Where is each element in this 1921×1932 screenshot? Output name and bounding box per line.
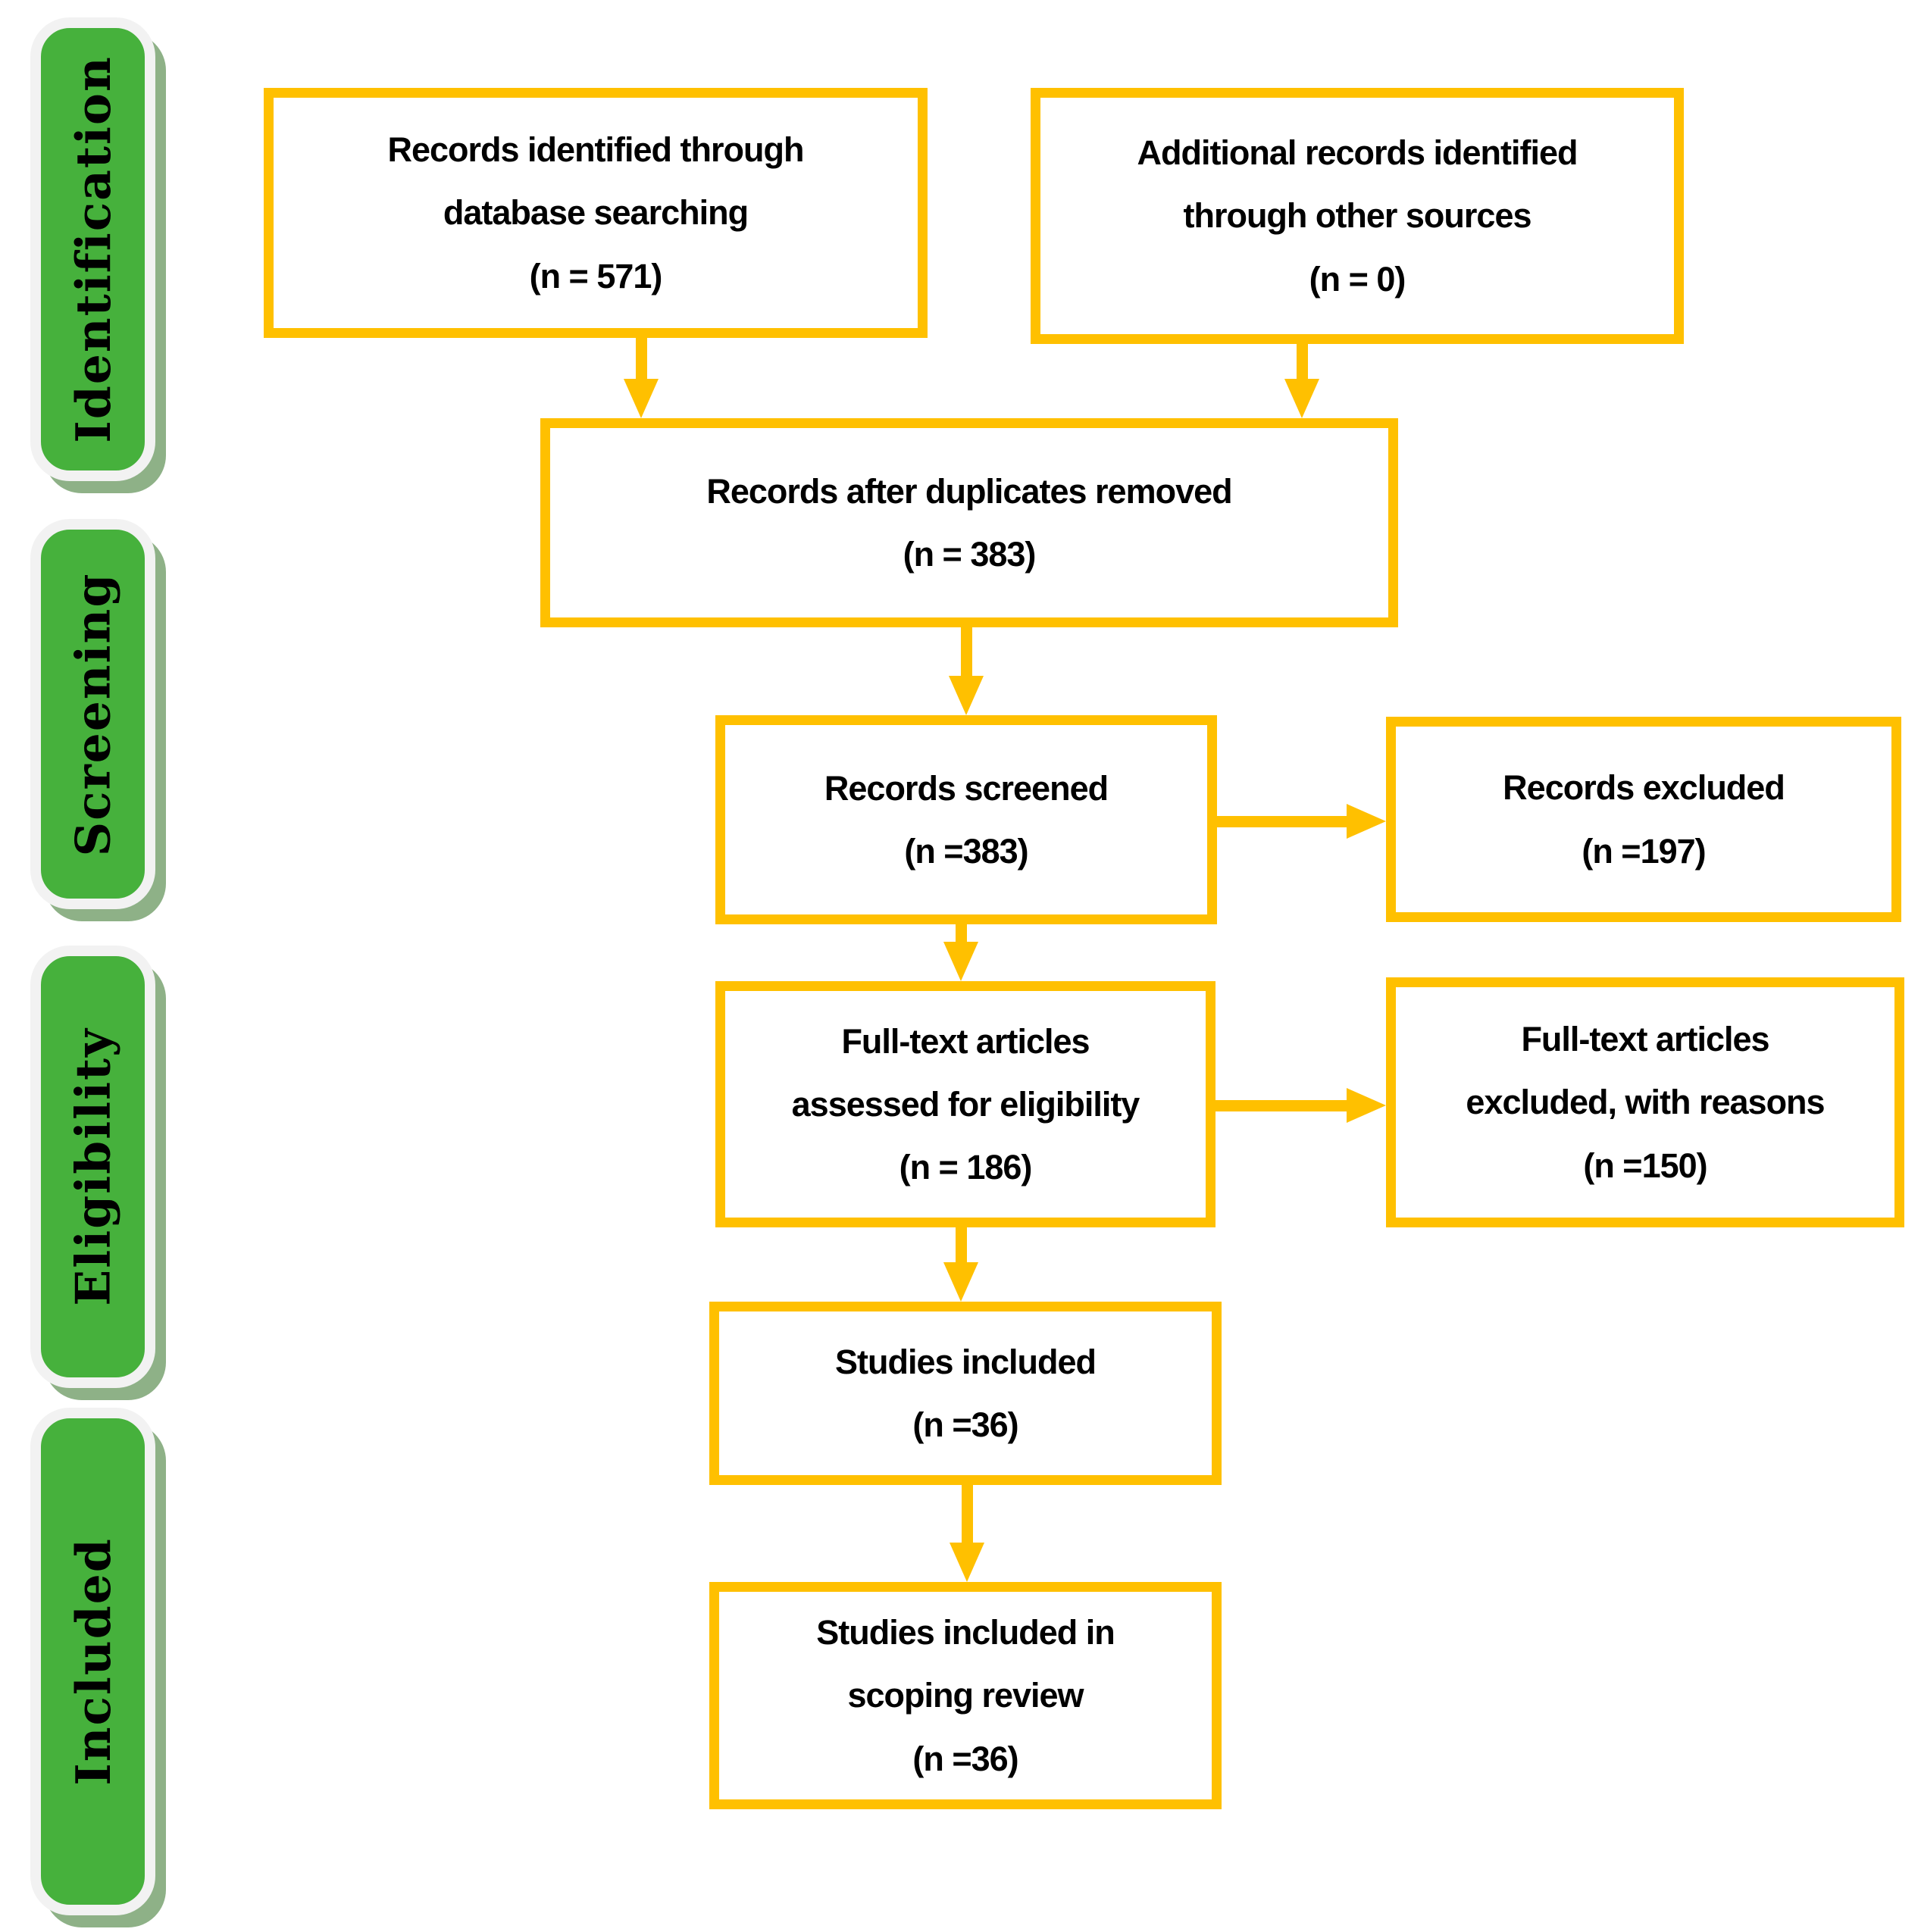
box-line: database searching bbox=[443, 193, 749, 233]
flow-box-records-screened: Records screened (n =383) bbox=[715, 715, 1217, 924]
box-line: assessed for eligibility bbox=[791, 1084, 1140, 1124]
arrow-fulltext-to-included-stem bbox=[956, 1227, 967, 1262]
flow-box-fulltext-assessed: Full-text articles assessed for eligibil… bbox=[715, 981, 1215, 1227]
arrow-included-to-scoping-stem bbox=[962, 1485, 973, 1543]
stage-eligibility: Eligibility bbox=[30, 946, 155, 1388]
arrow-duplicates-to-screened-stem bbox=[961, 627, 972, 676]
arrow-duplicates-to-screened-head bbox=[949, 676, 984, 715]
arrow-identified-to-duplicates-head bbox=[624, 379, 659, 418]
flow-box-records-identified: Records identified through database sear… bbox=[264, 88, 928, 338]
arrow-screened-to-excluded-head bbox=[1347, 804, 1386, 839]
box-count: (n =383) bbox=[904, 832, 1028, 871]
flow-box-studies-included: Studies included (n =36) bbox=[709, 1302, 1222, 1485]
box-line: Full-text articles bbox=[841, 1021, 1090, 1061]
box-count: (n = 0) bbox=[1309, 259, 1406, 299]
box-line: Records identified through bbox=[387, 130, 804, 170]
stage-label: Identification bbox=[64, 55, 121, 443]
box-count: (n = 571) bbox=[529, 256, 663, 295]
box-count: (n = 186) bbox=[899, 1148, 1033, 1187]
arrow-screened-to-fulltext-head bbox=[943, 942, 978, 981]
box-line: Studies included bbox=[834, 1342, 1097, 1381]
box-count: (n =36) bbox=[912, 1405, 1018, 1444]
box-count: (n =150) bbox=[1583, 1146, 1707, 1185]
box-line: Records after duplicates removed bbox=[706, 471, 1232, 511]
arrow-fulltext-to-excluded-head bbox=[1347, 1088, 1386, 1123]
flow-box-additional-records: Additional records identified through ot… bbox=[1031, 88, 1684, 344]
flow-box-scoping-review: Studies included in scoping review (n =3… bbox=[709, 1582, 1222, 1809]
box-line: scoping review bbox=[847, 1676, 1084, 1715]
arrow-additional-to-duplicates-stem bbox=[1297, 344, 1308, 379]
box-count: (n =197) bbox=[1582, 831, 1706, 871]
arrow-identified-to-duplicates-stem bbox=[636, 338, 647, 379]
stage-label: Included bbox=[64, 1537, 121, 1786]
stage-screening: Screening bbox=[30, 519, 155, 909]
stage-label: Eligibility bbox=[64, 1027, 121, 1306]
arrow-fulltext-to-excluded-stem bbox=[1215, 1100, 1347, 1111]
flow-box-fulltext-excluded: Full-text articles excluded, with reason… bbox=[1386, 977, 1904, 1227]
arrow-fulltext-to-included-head bbox=[943, 1262, 978, 1302]
arrow-screened-to-fulltext-stem bbox=[956, 924, 967, 942]
box-line: through other sources bbox=[1183, 196, 1531, 236]
flow-box-duplicates-removed: Records after duplicates removed (n = 38… bbox=[540, 418, 1398, 627]
box-count: (n =36) bbox=[912, 1739, 1018, 1778]
box-line: Records screened bbox=[824, 768, 1109, 808]
stage-included: Included bbox=[30, 1408, 155, 1915]
box-line: Full-text articles bbox=[1521, 1020, 1769, 1059]
box-line: Studies included in bbox=[816, 1613, 1115, 1652]
box-count: (n = 383) bbox=[903, 535, 1037, 574]
box-line: Records excluded bbox=[1503, 768, 1785, 808]
flow-box-records-excluded: Records excluded (n =197) bbox=[1386, 717, 1901, 922]
arrow-additional-to-duplicates-head bbox=[1284, 379, 1319, 418]
box-line: Additional records identified bbox=[1137, 133, 1578, 173]
arrow-included-to-scoping-head bbox=[950, 1543, 984, 1582]
box-line: excluded, with reasons bbox=[1466, 1083, 1825, 1122]
stage-label: Screening bbox=[64, 572, 121, 856]
stage-identification: Identification bbox=[30, 17, 155, 481]
arrow-screened-to-excluded-stem bbox=[1217, 816, 1347, 827]
